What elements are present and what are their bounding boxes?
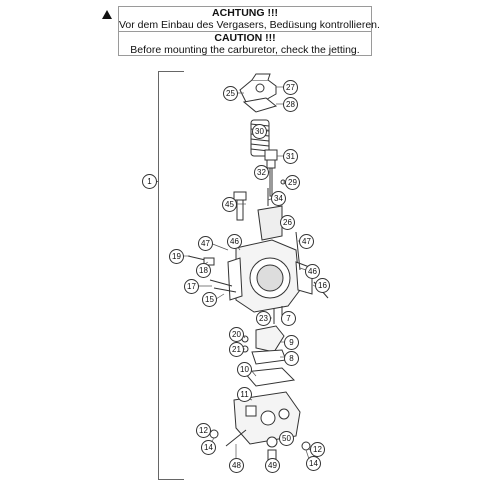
callout-8: 8: [284, 351, 299, 366]
callout-15: 15: [202, 292, 217, 307]
throttle-slide-part: [257, 205, 283, 241]
callout-1: 1: [142, 174, 157, 189]
callout-26: 26: [280, 215, 295, 230]
drain-48-part: [225, 429, 247, 447]
warning-divider: [119, 31, 371, 32]
screw-15-part: [213, 287, 237, 293]
callout-9: 9: [284, 335, 299, 350]
callout-32: 32: [254, 165, 269, 180]
callout-48: 48: [229, 458, 244, 473]
callout-46-upper: 46: [227, 234, 242, 249]
callout-17: 17: [184, 279, 199, 294]
callout-14-left: 14: [201, 440, 216, 455]
callout-28: 28: [283, 97, 298, 112]
warning-title-en: CAUTION !!!: [214, 32, 276, 44]
callout-18: 18: [196, 263, 211, 278]
warning-title-de: ACHTUNG !!!: [212, 7, 278, 19]
callout-46-right: 46: [305, 264, 320, 279]
callout-16: 16: [315, 278, 330, 293]
warning-text-en: Before mounting the carburetor, check th…: [130, 44, 360, 56]
top-cover-part: [239, 73, 277, 103]
callout-12-right: 12: [310, 442, 325, 457]
callout-19: 19: [169, 249, 184, 264]
rod-47-part: [295, 231, 301, 271]
float-gasket-part: [243, 367, 296, 387]
plunger-45-part: [233, 191, 247, 221]
callout-34: 34: [271, 191, 286, 206]
assembly-bracket: [158, 71, 184, 480]
callout-49: 49: [265, 458, 280, 473]
warning-box: ACHTUNG !!! Vor dem Einbau des Vergasers…: [118, 6, 380, 56]
oring-50-part: [266, 436, 278, 448]
callout-25: 25: [223, 86, 238, 101]
jet-needle-part: [269, 167, 273, 197]
callout-7: 7: [281, 311, 296, 326]
callout-31: 31: [283, 149, 298, 164]
warning-text-de: Vor dem Einbau des Vergasers, Bedüsung k…: [119, 19, 380, 31]
callout-50: 50: [279, 431, 294, 446]
warning-triangle-icon: [102, 10, 112, 19]
callout-11: 11: [237, 387, 252, 402]
callout-14-right: 14: [306, 456, 321, 471]
lever-9-part: [255, 325, 285, 353]
callout-29: 29: [285, 175, 300, 190]
callout-45: 45: [222, 197, 237, 212]
callout-12-left: 12: [196, 423, 211, 438]
callout-23: 23: [256, 311, 271, 326]
carburetor-body-part: [227, 239, 313, 313]
needle-holder-part: [264, 149, 278, 169]
callout-20: 20: [229, 327, 244, 342]
callout-47-left: 47: [198, 236, 213, 251]
callout-27: 27: [283, 80, 298, 95]
callout-30: 30: [252, 124, 267, 139]
callout-21: 21: [229, 342, 244, 357]
callout-47-right: 47: [299, 234, 314, 249]
cover-gasket-part: [242, 97, 278, 113]
callout-10: 10: [237, 362, 252, 377]
warning-header: ACHTUNG !!! Vor dem Einbau des Vergasers…: [102, 6, 380, 56]
